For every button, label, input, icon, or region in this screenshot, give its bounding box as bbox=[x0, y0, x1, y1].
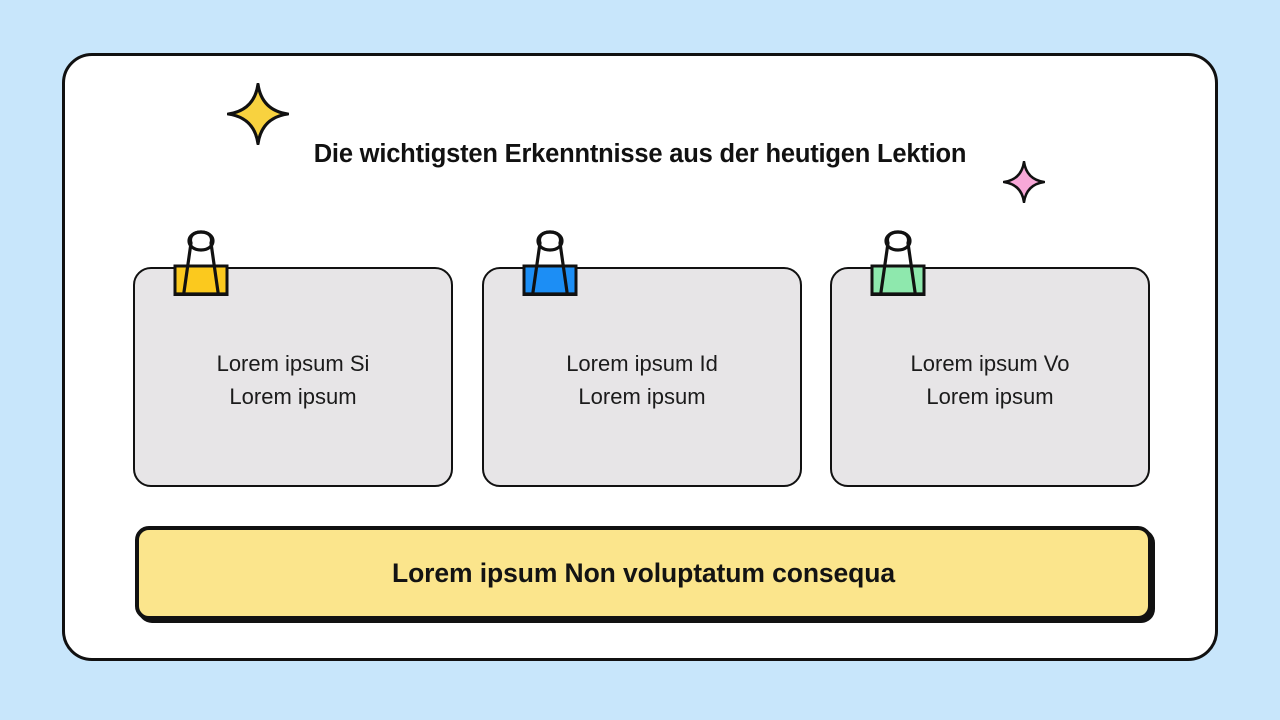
note-card-3[interactable]: Lorem ipsum Vo Lorem ipsum bbox=[830, 267, 1150, 487]
note-card-2-text: Lorem ipsum Id Lorem ipsum bbox=[566, 351, 718, 409]
sparkle-yellow-icon bbox=[226, 82, 290, 146]
cards-row: Lorem ipsum Si Lorem ipsum Lorem ipsum I… bbox=[65, 56, 1215, 658]
highlight-banner[interactable]: Lorem ipsum Non voluptatum consequa bbox=[135, 526, 1152, 620]
sparkle-pink-icon bbox=[1002, 160, 1046, 204]
note-card-1[interactable]: Lorem ipsum Si Lorem ipsum bbox=[133, 267, 453, 487]
highlight-banner-text: Lorem ipsum Non voluptatum consequa bbox=[392, 557, 895, 588]
note-card-3-text: Lorem ipsum Vo Lorem ipsum bbox=[910, 351, 1070, 409]
slide-panel: Die wichtigsten Erkenntnisse aus der heu… bbox=[62, 53, 1218, 661]
note-card-2[interactable]: Lorem ipsum Id Lorem ipsum bbox=[482, 267, 802, 487]
page-title: Die wichtigsten Erkenntnisse aus der heu… bbox=[313, 140, 967, 168]
note-card-1-text: Lorem ipsum Si Lorem ipsum bbox=[216, 351, 370, 409]
